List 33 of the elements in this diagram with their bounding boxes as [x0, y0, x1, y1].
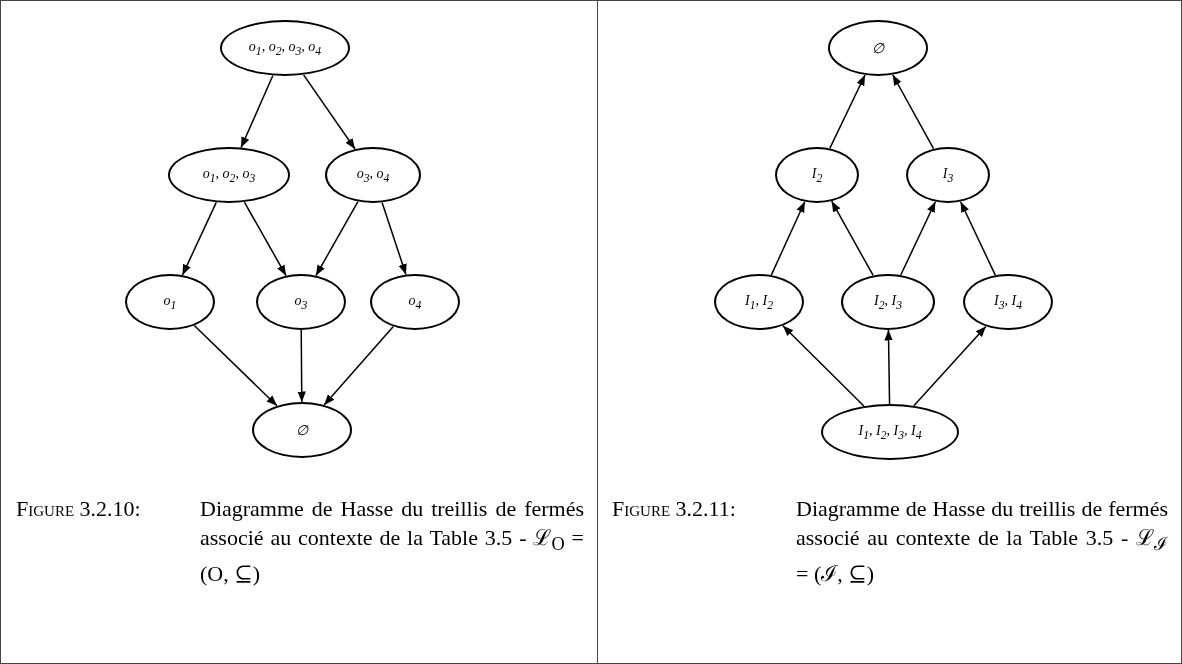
figure-number: Figure 3.2.10:: [16, 495, 141, 523]
node-label: o$_{3}$: [294, 292, 308, 312]
node-label: I$_{3}$: [942, 165, 954, 185]
arrow: [770, 201, 806, 276]
node-label: I$_{2}$: [811, 165, 823, 185]
arrow: [892, 74, 935, 150]
arrow: [959, 200, 997, 276]
arrow: [315, 200, 359, 277]
node-label: o$_{1}$: [163, 292, 177, 312]
arrow: [829, 74, 866, 150]
arrow: [243, 201, 287, 277]
node-label: o$_{1}$, o$_{2}$, o$_{3}$, o$_{4}$: [248, 38, 322, 58]
node-label: I$_{2}$, I$_{3}$: [874, 292, 902, 312]
node-label: I$_{3}$, I$_{4}$: [994, 292, 1022, 312]
node-label: o$_{1}$, o$_{2}$, o$_{3}$: [202, 165, 256, 185]
figure-caption: Diagramme de Hasse du treillis de fermés associé au contexte de la Table 3.5 - ℒ$_{O}$ = (O, ⊆): [200, 495, 584, 589]
arrow: [381, 201, 407, 276]
arrow: [240, 74, 274, 149]
figure-caption: Diagramme de Hasse du treillis de fermés associé au contexte de la Table 3.5 - ℒ$_{ℐ}$ = (ℐ, ⊆): [796, 495, 1168, 589]
node-label: o$_{3}$, o$_{4}$: [356, 165, 390, 185]
arrow: [913, 325, 987, 407]
arrow: [181, 201, 218, 276]
arrow: [900, 200, 937, 276]
arrow: [302, 74, 356, 150]
figure-number: Figure 3.2.11:: [612, 495, 736, 523]
arrow: [297, 329, 306, 403]
arrow: [830, 200, 874, 277]
arrow: [884, 329, 893, 405]
node-label: I$_{1}$, I$_{2}$: [745, 292, 773, 312]
node-label: I$_{1}$, I$_{2}$, I$_{3}$, I$_{4}$: [858, 422, 922, 442]
node-label: ∅: [872, 39, 884, 57]
node-label: o$_{4}$: [408, 292, 422, 312]
node-label: ∅: [296, 421, 308, 439]
